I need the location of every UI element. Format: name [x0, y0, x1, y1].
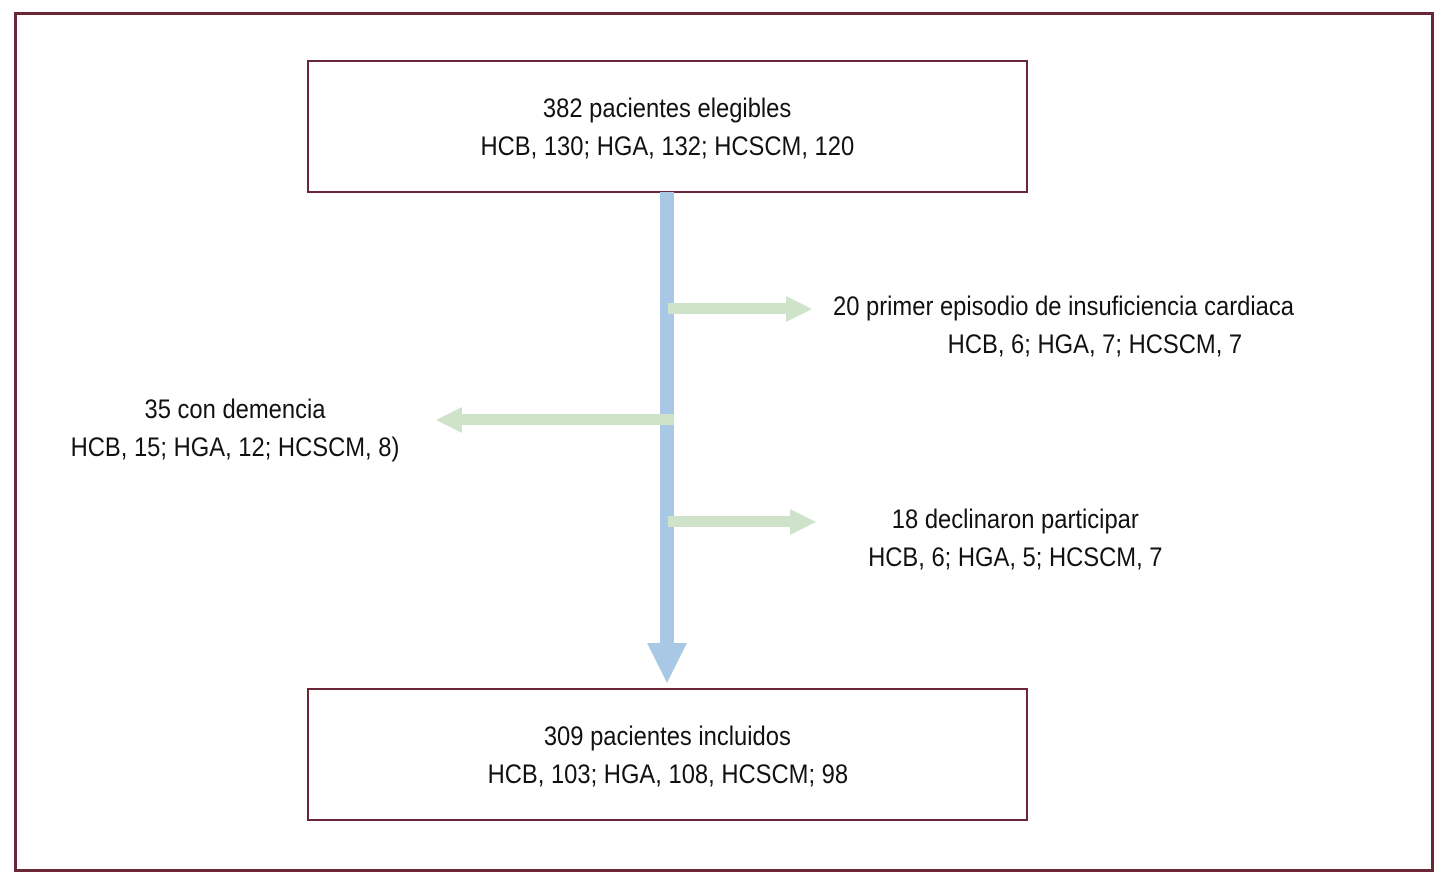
branch-label-declined-line1: 18 declinaron participar [891, 504, 1139, 534]
box-eligible-line1: 382 pacientes elegibles [543, 92, 792, 123]
main-flow-arrow-head-icon [647, 643, 687, 683]
box-included-patients: 309 pacientes incluidos HCB, 103; HGA, 1… [307, 688, 1028, 821]
branch-label-heart-failure: 20 primer episodio de insuficiencia card… [833, 287, 1357, 363]
branch-arrow-shaft-declined [668, 516, 792, 527]
branch-label-dementia-line2: HCB, 15; HGA, 12; HCSCM, 8) [70, 432, 400, 462]
branch-label-dementia: 35 con demencia HCB, 15; HGA, 12; HCSCM,… [35, 390, 435, 466]
arrow-left-icon-dementia [436, 407, 462, 433]
figure-border [14, 12, 1434, 872]
arrow-right-icon-heart-failure [786, 296, 812, 322]
box-eligible-line2: HCB, 130; HGA, 132; HCSCM, 120 [480, 130, 855, 161]
branch-label-declined: 18 declinaron participar HCB, 6; HGA, 5;… [848, 500, 1183, 576]
branch-label-heart-failure-line1: 20 primer episodio de insuficiencia card… [833, 291, 1294, 321]
box-included-line2: HCB, 103; HGA, 108, HCSCM; 98 [487, 758, 848, 789]
branch-label-dementia-line1: 35 con demencia [144, 394, 326, 424]
branch-label-heart-failure-line2: HCB, 6; HGA, 7; HCSCM, 7 [947, 329, 1243, 359]
branch-arrow-shaft-heart-failure [668, 303, 788, 314]
branch-arrow-shaft-dementia [458, 414, 674, 425]
branch-label-declined-line2: HCB, 6; HGA, 5; HCSCM, 7 [868, 542, 1163, 572]
box-included-line1: 309 pacientes incluidos [543, 720, 792, 751]
arrow-right-icon-declined [790, 509, 816, 535]
box-eligible-patients: 382 pacientes elegibles HCB, 130; HGA, 1… [307, 60, 1028, 193]
